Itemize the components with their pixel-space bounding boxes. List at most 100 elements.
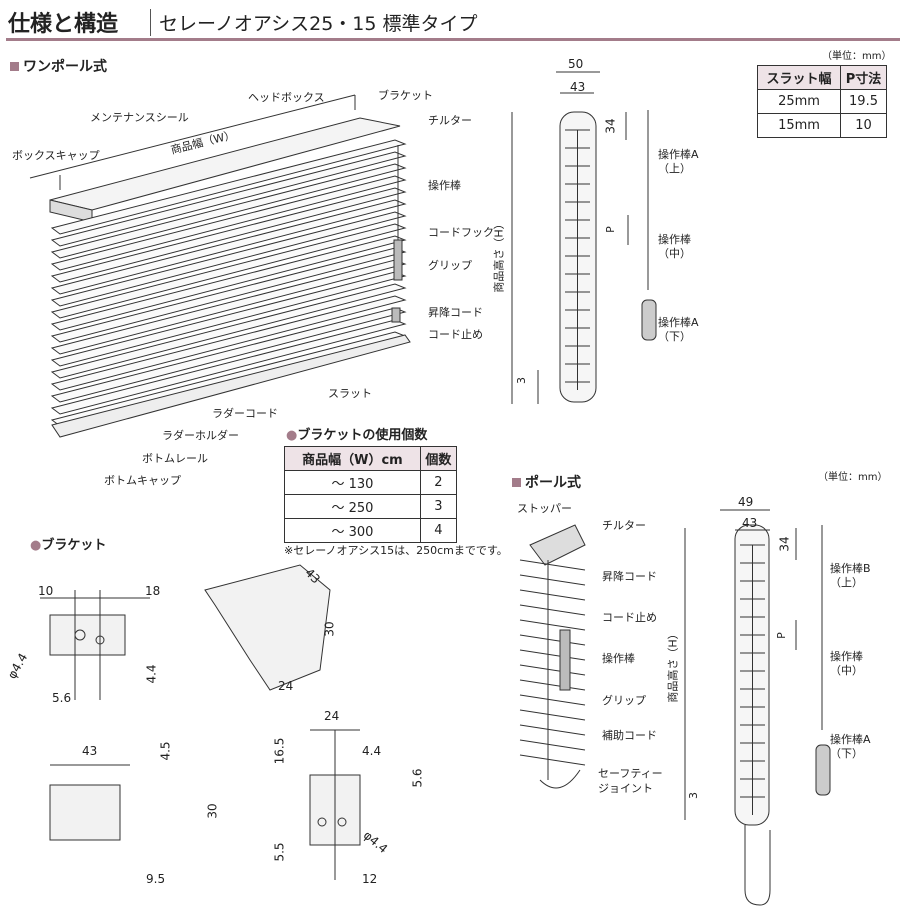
drawing-line bbox=[50, 319, 407, 415]
drawing-line bbox=[50, 223, 407, 319]
label-lift-cord: 昇降コード bbox=[602, 570, 657, 583]
bracket-drawings bbox=[40, 564, 361, 880]
label-rod: 操作棒 bbox=[428, 179, 461, 192]
rod-label: 操作棒（中） bbox=[830, 650, 863, 678]
drawing-line bbox=[50, 199, 407, 295]
dim-p: P bbox=[774, 632, 788, 639]
dim: 12 bbox=[362, 872, 378, 886]
section-pole: ポール式 bbox=[512, 472, 581, 492]
drawing-line bbox=[519, 604, 586, 616]
label-safety-joint: セーフティー ジョイント bbox=[598, 767, 663, 796]
drawing-line bbox=[50, 295, 407, 391]
drawing-line bbox=[519, 724, 586, 736]
label-tilter: チルター bbox=[602, 519, 646, 532]
drawing-line bbox=[519, 634, 586, 646]
drawing-line bbox=[50, 235, 407, 331]
label-slat: スラット bbox=[328, 387, 372, 400]
table-header: スラット幅 bbox=[756, 65, 842, 90]
rod-label: 操作棒A（下） bbox=[830, 733, 871, 761]
drawing-line bbox=[519, 709, 586, 721]
drawing-line bbox=[50, 211, 407, 307]
dim: 10 bbox=[38, 584, 54, 598]
table-header: P寸法 bbox=[840, 65, 887, 90]
drawing-line bbox=[519, 754, 586, 766]
drawing-line bbox=[519, 589, 586, 601]
dim: 30 bbox=[205, 803, 220, 819]
bracket-note: ※セレーノオアシス15は、250cmまでです。 bbox=[284, 544, 508, 557]
dim: 5.5 bbox=[272, 842, 287, 862]
label-aux-cord: 補助コード bbox=[602, 729, 657, 742]
table-header: 商品幅（W）cm bbox=[284, 446, 421, 471]
drawing-line bbox=[519, 649, 586, 661]
drawing-line bbox=[519, 574, 586, 586]
title-divider bbox=[6, 38, 900, 41]
dim: 4.4 bbox=[362, 744, 382, 758]
dim-outer: 50 bbox=[568, 57, 584, 71]
dim: 9.5 bbox=[146, 872, 166, 886]
dim-outer: 49 bbox=[738, 495, 754, 509]
label-cord-stopper: コード止め bbox=[602, 611, 657, 624]
label-maintenance-seal: メンテナンスシール bbox=[90, 111, 189, 124]
dim-top: 34 bbox=[777, 536, 792, 552]
drawing-line bbox=[50, 247, 407, 343]
drawing-line bbox=[50, 271, 407, 367]
drawing-line bbox=[50, 259, 407, 355]
drawing-line bbox=[50, 187, 407, 283]
dim: 16.5 bbox=[272, 737, 287, 765]
drawing-line bbox=[50, 283, 407, 379]
label-bracket: ブラケット bbox=[378, 89, 433, 102]
label-head-box: ヘッドボックス bbox=[248, 91, 325, 104]
unit-label: （単位：mm） bbox=[818, 472, 888, 483]
drawing-line bbox=[50, 139, 407, 235]
drawing-line bbox=[519, 664, 586, 676]
dim: 30 bbox=[322, 621, 337, 637]
dim: 5.6 bbox=[52, 691, 72, 705]
drawing-line bbox=[50, 151, 407, 247]
label-rod: 操作棒 bbox=[602, 652, 635, 665]
label-cord-stopper: コード止め bbox=[428, 328, 483, 341]
rod-label: 操作棒B（上） bbox=[830, 562, 871, 590]
rod-label: 操作棒（中） bbox=[658, 233, 691, 261]
dim: 43 bbox=[82, 744, 98, 758]
side-view-1 bbox=[511, 71, 657, 404]
dim-top: 34 bbox=[603, 118, 618, 134]
dim: 4.4 bbox=[144, 664, 159, 684]
dim-bottom: 3 bbox=[687, 792, 700, 799]
dim-height: 商品高さ（H） bbox=[492, 218, 506, 293]
label-box-cap: ボックスキャップ bbox=[12, 149, 100, 162]
rod-label: 操作棒A（上） bbox=[658, 148, 699, 176]
label-stopper: ストッパー bbox=[517, 502, 572, 515]
drawing-line bbox=[519, 679, 586, 691]
dim-inner: 43 bbox=[742, 516, 758, 530]
drawing-line bbox=[50, 163, 407, 259]
drawing-line bbox=[50, 175, 407, 271]
label-grip: グリップ bbox=[602, 694, 646, 707]
dim-bottom: 3 bbox=[515, 377, 528, 384]
dim: 5.6 bbox=[410, 768, 425, 788]
dim-inner: 43 bbox=[570, 80, 586, 94]
dim: 18 bbox=[145, 584, 161, 598]
drawing-line bbox=[519, 739, 586, 751]
drawing-line bbox=[519, 619, 586, 631]
label-ladder-holder: ラダーホルダー bbox=[162, 429, 239, 442]
section-one-pole: ワンポール式 bbox=[10, 56, 107, 76]
page-subtitle: セレーノオアシス25・15 標準タイプ bbox=[150, 9, 478, 36]
dim-height: 商品高さ（H） bbox=[666, 628, 680, 703]
label-bottom-rail: ボトムレール bbox=[142, 452, 208, 465]
pole-blind-drawing bbox=[519, 524, 586, 789]
bracket-count-heading: ●ブラケットの使用個数 bbox=[286, 428, 428, 443]
drawing-line bbox=[50, 307, 407, 403]
table-header: 個数 bbox=[419, 446, 458, 471]
rod-label: 操作棒A（下） bbox=[658, 316, 699, 344]
drawing-line bbox=[519, 694, 586, 706]
label-ladder-cord: ラダーコード bbox=[212, 407, 278, 420]
